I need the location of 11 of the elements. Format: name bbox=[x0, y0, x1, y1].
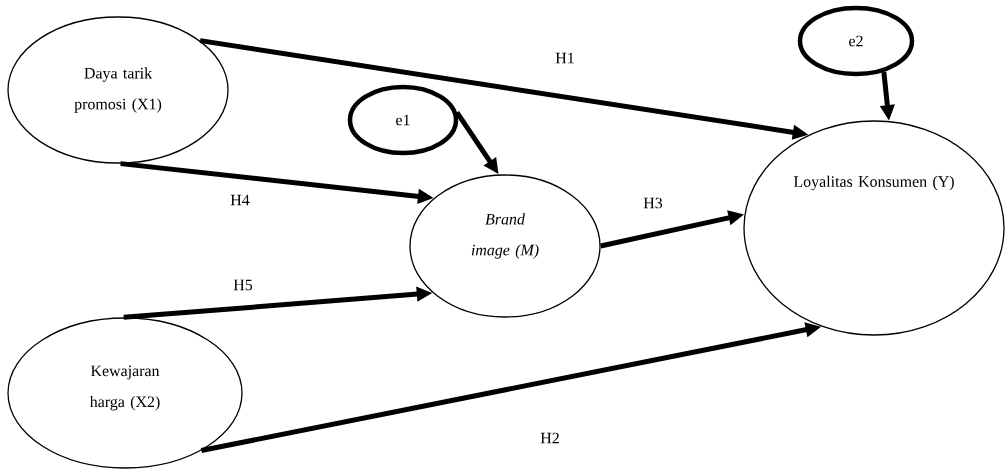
ellipse-node: e1 bbox=[347, 84, 459, 156]
edge-label: H3 bbox=[642, 196, 664, 210]
ellipse-node: Loyalitas Konsumen (Y) bbox=[743, 120, 1005, 336]
ellipse-node: Brand image (M) bbox=[409, 174, 601, 318]
ellipse-node: Kewajaran harga (X2) bbox=[7, 317, 243, 469]
edge-label: H5 bbox=[232, 278, 254, 292]
edge-label: H4 bbox=[229, 193, 251, 207]
ellipse-node: Daya tarik promosi (X1) bbox=[7, 16, 229, 164]
edge-label: H2 bbox=[539, 431, 561, 445]
ellipse-node: e2 bbox=[797, 5, 915, 77]
edge-label: H1 bbox=[554, 51, 576, 65]
